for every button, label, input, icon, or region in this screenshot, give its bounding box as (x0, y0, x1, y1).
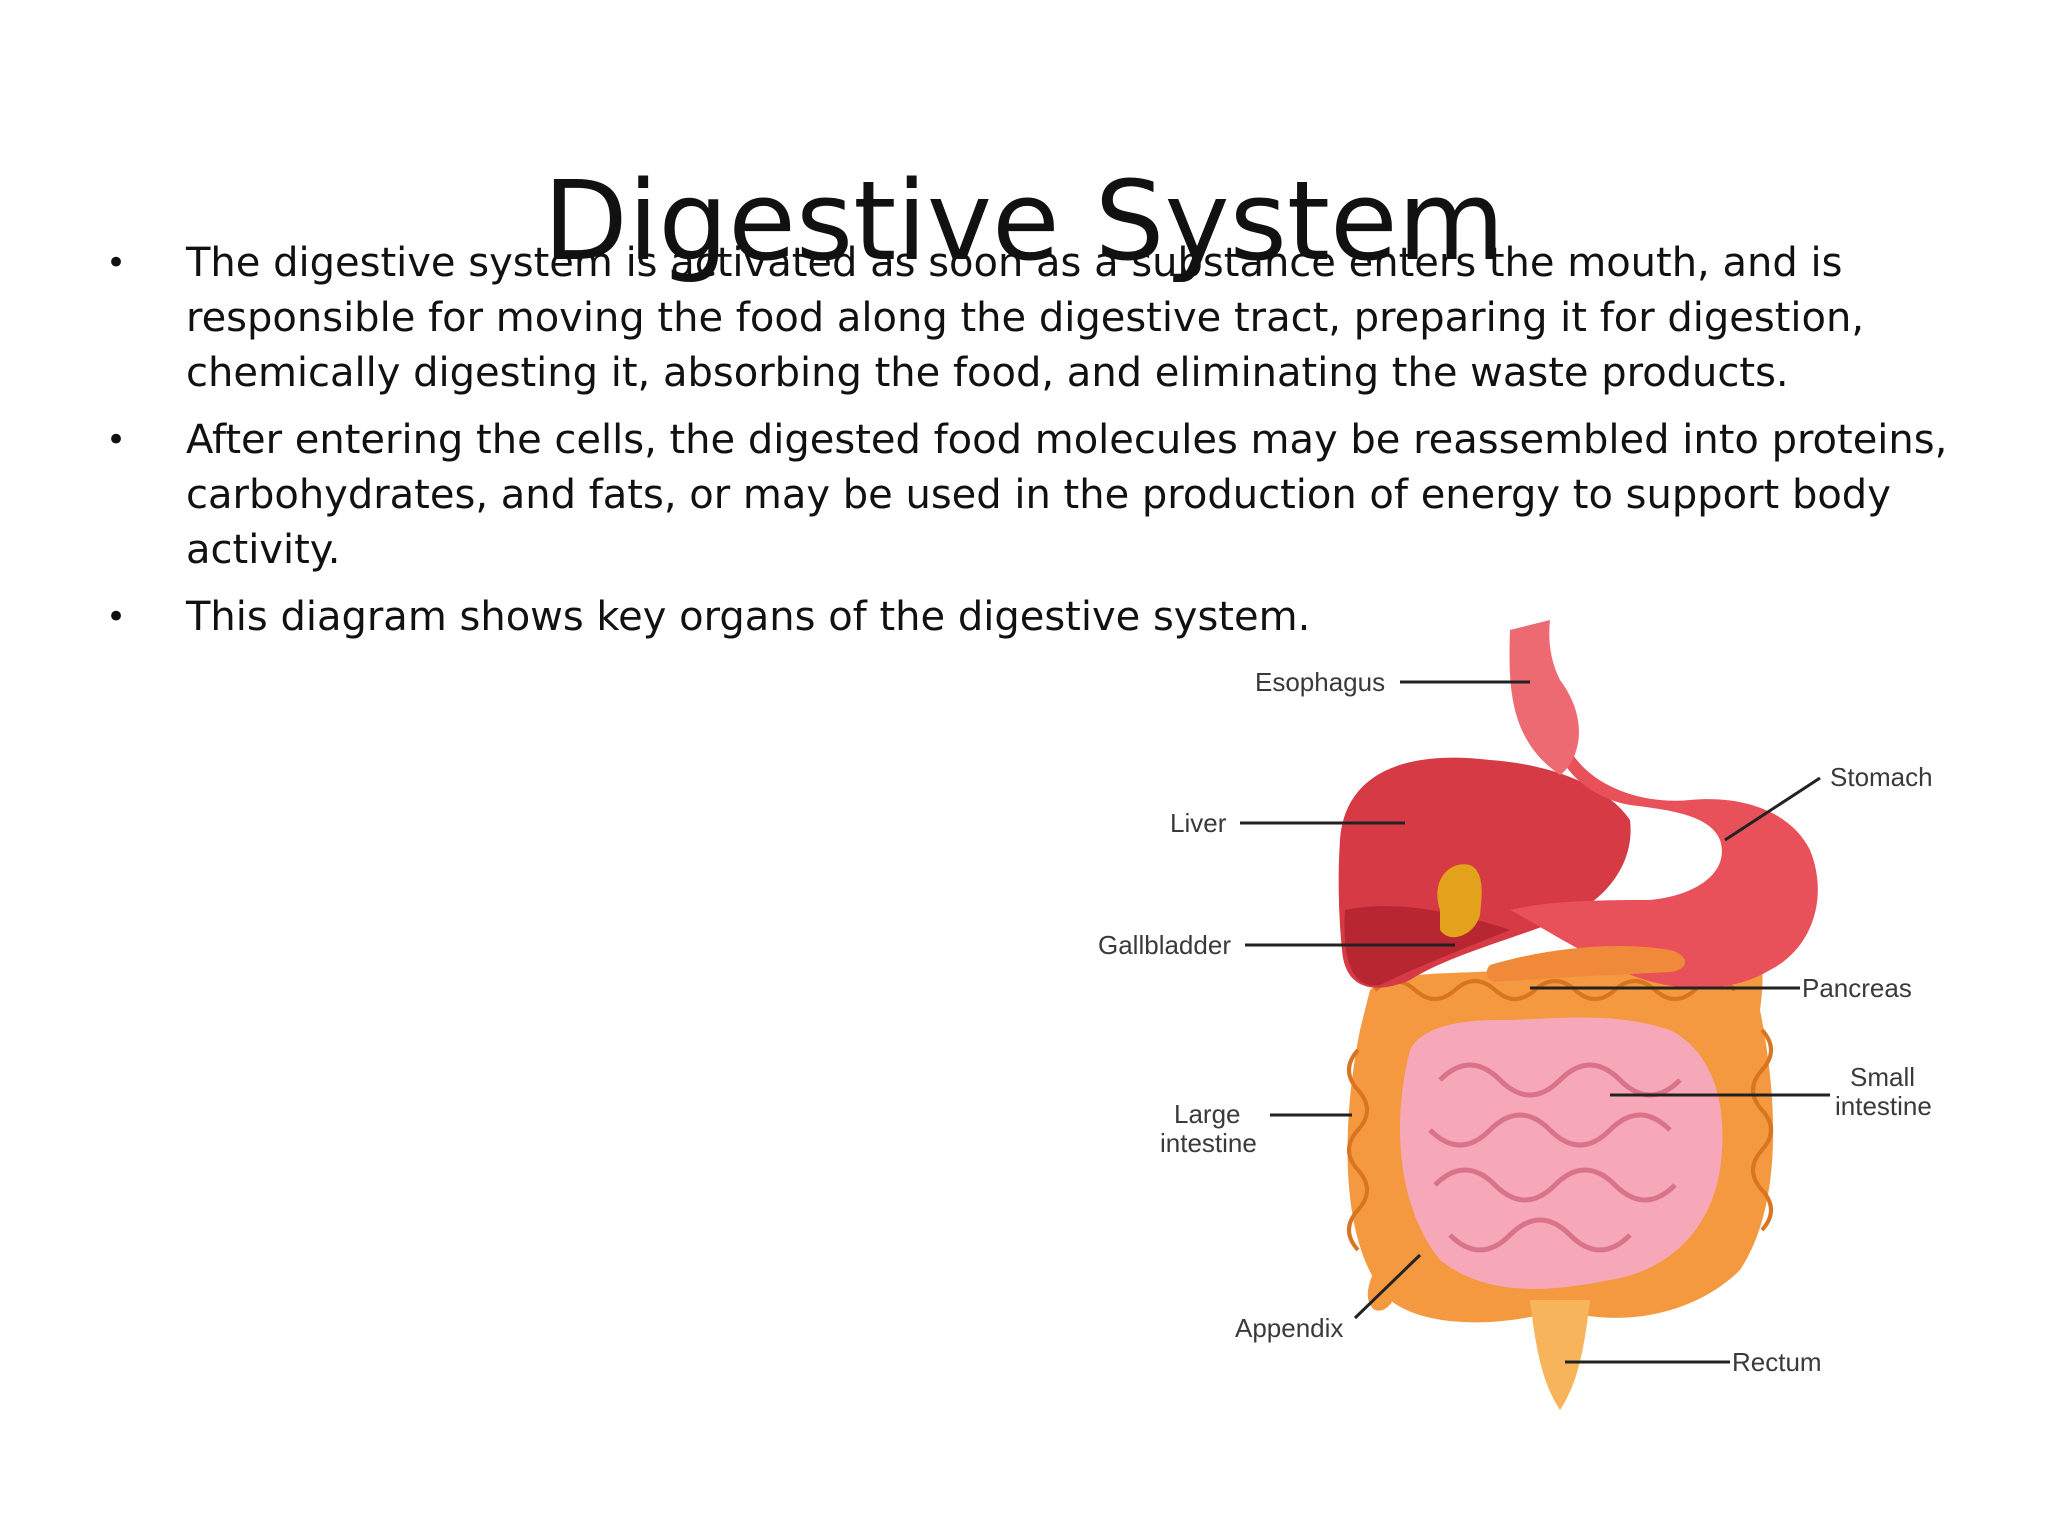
slide-title: Digestive System (543, 156, 1505, 285)
bullet-item: • The digestive system is activated as s… (100, 236, 1960, 401)
esophagus-shape (1509, 620, 1579, 775)
small-intestine-loops (1428, 1062, 1682, 1253)
bullet-text: After entering the cells, the digested f… (186, 417, 1948, 573)
bullet-marker: • (106, 597, 127, 637)
stomach-leader (1724, 776, 1821, 842)
bullet-text: The digestive system is activated as soo… (186, 240, 1865, 396)
digestive-diagram-svg: Esophagus Stomach Liver Gallbladder Panc… (1098, 620, 1933, 1410)
leader-lines (1240, 680, 1830, 1364)
bullet-text: This diagram shows key organs of the dig… (186, 594, 1311, 640)
small-intestine-label-line2: intestine (1835, 1091, 1932, 1121)
pancreas-shape (1486, 945, 1685, 982)
large-intestine-label-line1: Large (1174, 1099, 1241, 1129)
small-intestine-label-line1: Small (1850, 1062, 1915, 1092)
stomach-label: Stomach (1830, 762, 1933, 792)
small-intestine-shape (1400, 1017, 1723, 1289)
gallbladder-shape (1437, 864, 1482, 938)
liver-label: Liver (1170, 808, 1227, 838)
rectum-label: Rectum (1732, 1347, 1822, 1377)
stomach-shape (1510, 750, 1818, 989)
digestive-system-diagram: Esophagus Stomach Liver Gallbladder Panc… (1090, 610, 1980, 1420)
bullet-marker: • (106, 420, 127, 460)
gallbladder-label: Gallbladder (1098, 930, 1231, 960)
pancreas-label: Pancreas (1802, 973, 1912, 1003)
large-intestine-label-line2: intestine (1160, 1128, 1257, 1158)
large-intestine-haustra (1347, 979, 1773, 1252)
bullet-item: • After entering the cells, the digested… (100, 413, 1960, 578)
appendix-leader (1353, 1253, 1422, 1320)
appendix-label: Appendix (1235, 1313, 1343, 1343)
bullet-item: • This diagram shows key organs of the d… (100, 590, 1960, 645)
rectum-shape (1530, 1300, 1590, 1410)
esophagus-label: Esophagus (1255, 667, 1385, 697)
bullet-marker: • (106, 243, 127, 283)
bullet-list: • The digestive system is activated as s… (100, 236, 1960, 657)
